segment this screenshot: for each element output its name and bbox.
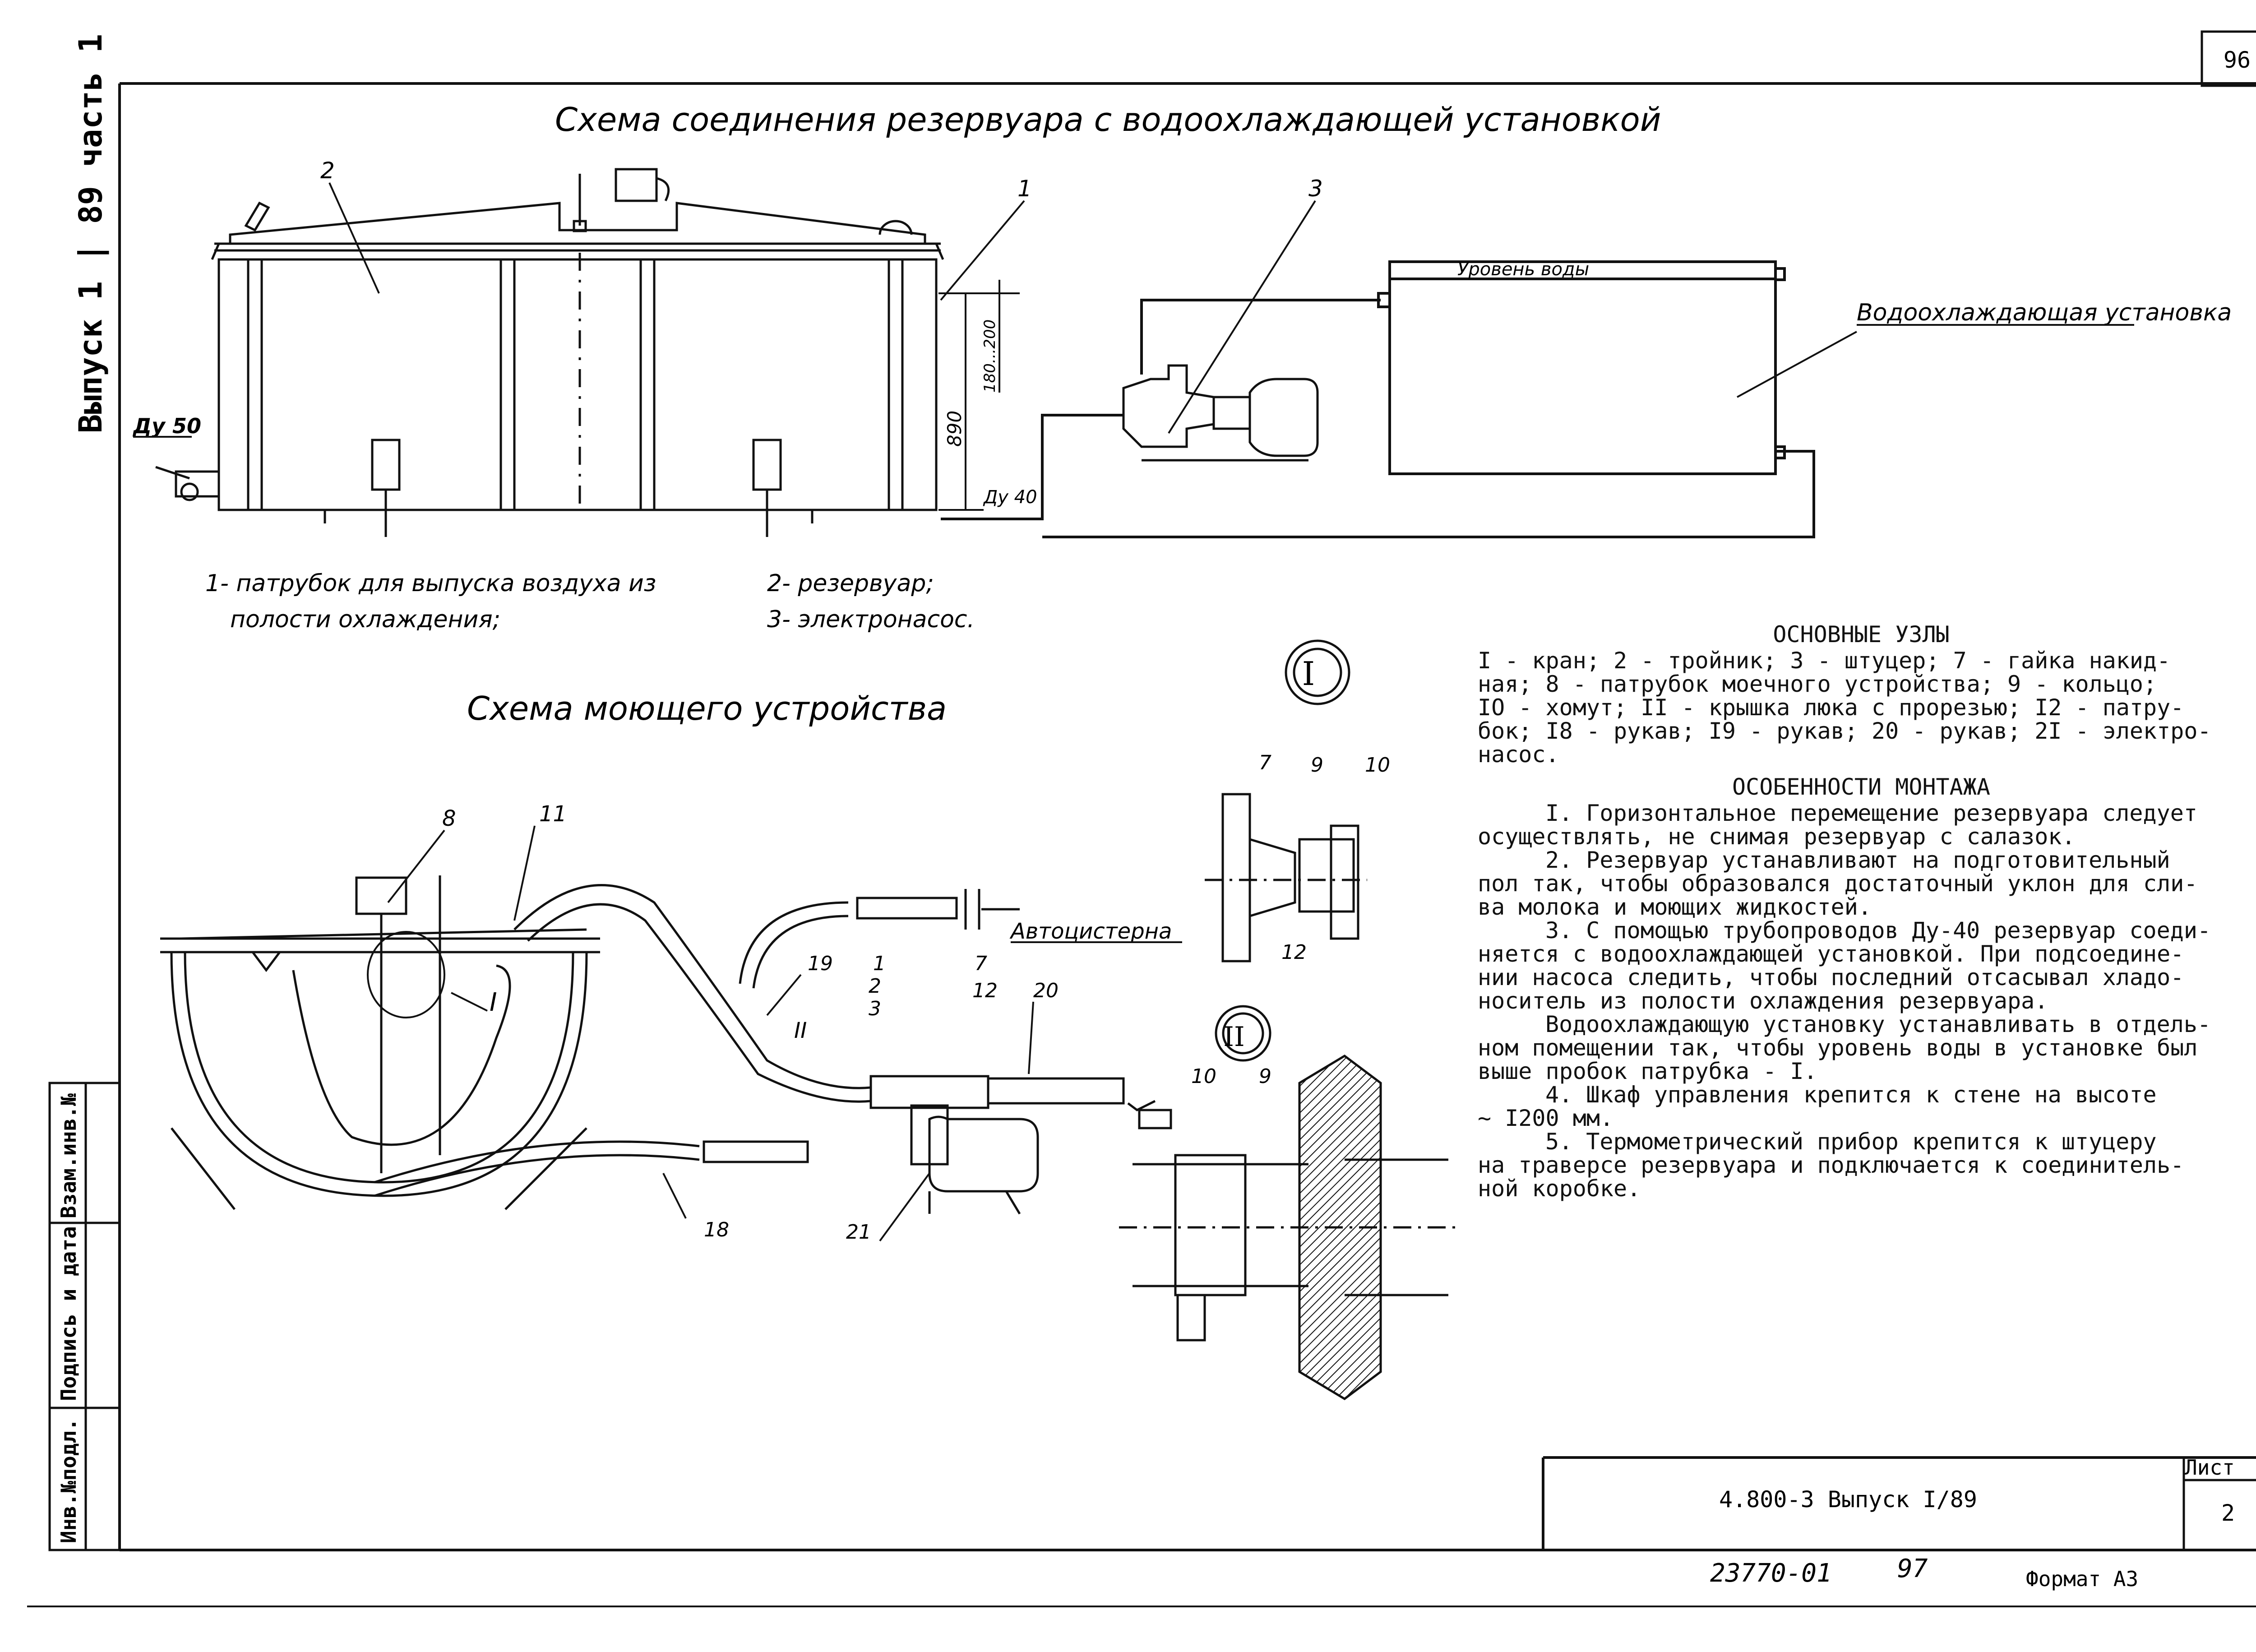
- stamp-inventory-number: 23770-01: [1710, 1559, 1832, 1588]
- wash-roman-1: I: [490, 988, 497, 1017]
- electropump: [1122, 364, 1319, 462]
- detail-1-label-7: 7: [1259, 751, 1271, 774]
- label-1: 1: [1017, 176, 1032, 202]
- nodes-line: бок; I8 - рукав; I9 - рукав; 20 - рукав;…: [1478, 718, 2211, 744]
- nodes-list: I - кран; 2 - тройник; 3 - штуцер; 7 - г…: [1478, 649, 2245, 766]
- detail-1-label-9: 9: [1311, 754, 1323, 777]
- legend-item-3: 3- электронасос.: [767, 606, 975, 633]
- mount-line: носитель из полости охлаждения резервуар…: [1478, 988, 2048, 1014]
- nodes-line: ная; 8 - патрубок моечного устройства; 9…: [1478, 671, 2157, 697]
- label-3: 3: [1308, 176, 1323, 202]
- mount-line: ~ I200 мм.: [1478, 1105, 1614, 1131]
- legend-item-1-line1: 1- патрубок для выпуска воздуха из: [205, 570, 656, 597]
- mount-line: 4. Шкаф управления крепится к стене на в…: [1545, 1082, 2157, 1108]
- nodes-title: ОСНОВНЫЕ УЗЛЫ: [1773, 621, 1950, 648]
- legend-item-2: 2- резервуар;: [767, 570, 934, 597]
- mount-line: выше пробок патрубка - I.: [1478, 1058, 1817, 1084]
- mount-line: ва молока и моющих жидкостей.: [1478, 894, 1872, 920]
- wash-tank: [160, 875, 1172, 1215]
- wash-label-18: 18: [704, 1218, 729, 1241]
- dimension-lines: [938, 280, 1020, 511]
- detail-1-label-12: 12: [1281, 941, 1307, 964]
- wash-label-3: 3: [869, 997, 881, 1020]
- left-stamp-column: Инв.№подл. Подпись и дата Взам.инв.№: [48, 1082, 121, 1551]
- detail-II: [1119, 1005, 1462, 1401]
- mount-line: пол так, чтобы образовался достаточный у…: [1478, 870, 2198, 897]
- stamp-sign-cell: Подпись и дата: [56, 1226, 81, 1401]
- label-2: 2: [320, 157, 335, 184]
- wash-roman-2: II: [794, 1018, 807, 1043]
- wash-label-19: 19: [808, 952, 833, 975]
- dim-890: 890: [943, 411, 966, 447]
- stamp-sheet-number: 2: [2221, 1500, 2235, 1526]
- detail-I: [1205, 639, 1367, 963]
- truck-label: Автоцистерна: [1009, 919, 1172, 944]
- mount-line: I. Горизонтальное перемещение резервуара…: [1545, 800, 2197, 826]
- mount-title: ОСОБЕННОСТИ МОНТАЖА: [1732, 774, 1990, 800]
- notes-block: ОСНОВНЫЕ УЗЛЫ I - кран; 2 - тройник; 3 -…: [1478, 623, 2245, 1200]
- label-du40: Ду 40: [983, 487, 1037, 508]
- detail-2-label-10: 10: [1191, 1065, 1216, 1088]
- mount-line: Водоохлаждающую установку устанавливать …: [1545, 1011, 2211, 1037]
- detail-1-mark: I: [1302, 655, 1315, 693]
- reservoir: [155, 168, 944, 537]
- nodes-line: IO - хомут; II - крышка люка с прорезью;…: [1478, 694, 2184, 721]
- water-level-label: Уровень воды: [1457, 259, 1589, 280]
- mount-line: осуществлять, не снимая резервуар с сала…: [1478, 824, 2076, 850]
- top-scheme-title: Схема соединения резервуара с водоохлажд…: [555, 101, 1661, 139]
- dim-180: 180...200: [981, 319, 999, 393]
- label-du50: Ду 50: [132, 414, 201, 438]
- wash-label-12: 12: [972, 979, 998, 1002]
- pipes: [941, 299, 1815, 538]
- stamp-sheet-label: Лист: [2185, 1455, 2235, 1480]
- wash-label-21: 21: [846, 1221, 871, 1244]
- wash-label-20: 20: [1033, 979, 1059, 1002]
- wash-label-8: 8: [442, 806, 456, 831]
- stamp-doc: 4.800-3 Выпуск I/89: [1719, 1486, 1977, 1513]
- nodes-line: насос.: [1478, 741, 1559, 768]
- legend-item-1-line2: полости охлаждения;: [230, 606, 500, 633]
- mount-line: ной коробке.: [1478, 1175, 1641, 1202]
- wash-label-7: 7: [975, 952, 987, 975]
- stamp-replace-cell: Взам.инв.№: [56, 1093, 81, 1218]
- nodes-line: I - кран; 2 - тройник; 3 - штуцер; 7 - г…: [1478, 648, 2171, 674]
- detail-1-label-10: 10: [1365, 754, 1390, 777]
- wash-label-2: 2: [869, 975, 881, 998]
- mount-line: на траверсе резервуара и подключается к …: [1478, 1152, 2184, 1178]
- mount-line: няется с водоохлаждающей установкой. При…: [1478, 941, 2184, 967]
- water-cooling-unit: [1377, 260, 1786, 475]
- page-number: 96: [2224, 47, 2251, 73]
- wash-scheme-title: Схема моющего устройства: [467, 689, 947, 727]
- side-series-text: Выпуск 1 | 89 часть 1: [72, 34, 109, 433]
- mount-line: 2. Резервуар устанавливают на подготовит…: [1545, 847, 2170, 873]
- stamp-format: Формат А3: [2026, 1567, 2138, 1591]
- wash-label-1: 1: [873, 952, 886, 975]
- stamp-inv-cell: Инв.№подл.: [56, 1418, 81, 1543]
- page-number-box: [2201, 30, 2256, 87]
- stamp-copy-number: 97: [1897, 1554, 1928, 1583]
- mount-line: 5. Термометрический прибор крепится к шт…: [1545, 1129, 2157, 1155]
- title-block: 4.800-3 Выпуск I/89 Лист 2 23770-01 97 Ф…: [1542, 1455, 2256, 1591]
- mount-list: I. Горизонтальное перемещение резервуара…: [1478, 801, 2245, 1200]
- mount-line: 3. С помощью трубопроводов Ду-40 резерву…: [1545, 917, 2211, 944]
- unit-label: Водоохлаждающая установка: [1857, 299, 2232, 326]
- detail-2-mark: II: [1223, 1021, 1244, 1053]
- mount-line: ном помещении так, чтобы уровень воды в …: [1478, 1035, 2198, 1061]
- wash-label-11: 11: [539, 801, 567, 827]
- detail-2-label-9: 9: [1259, 1065, 1271, 1088]
- mount-line: нии насоса следить, чтобы последний отса…: [1478, 964, 2184, 990]
